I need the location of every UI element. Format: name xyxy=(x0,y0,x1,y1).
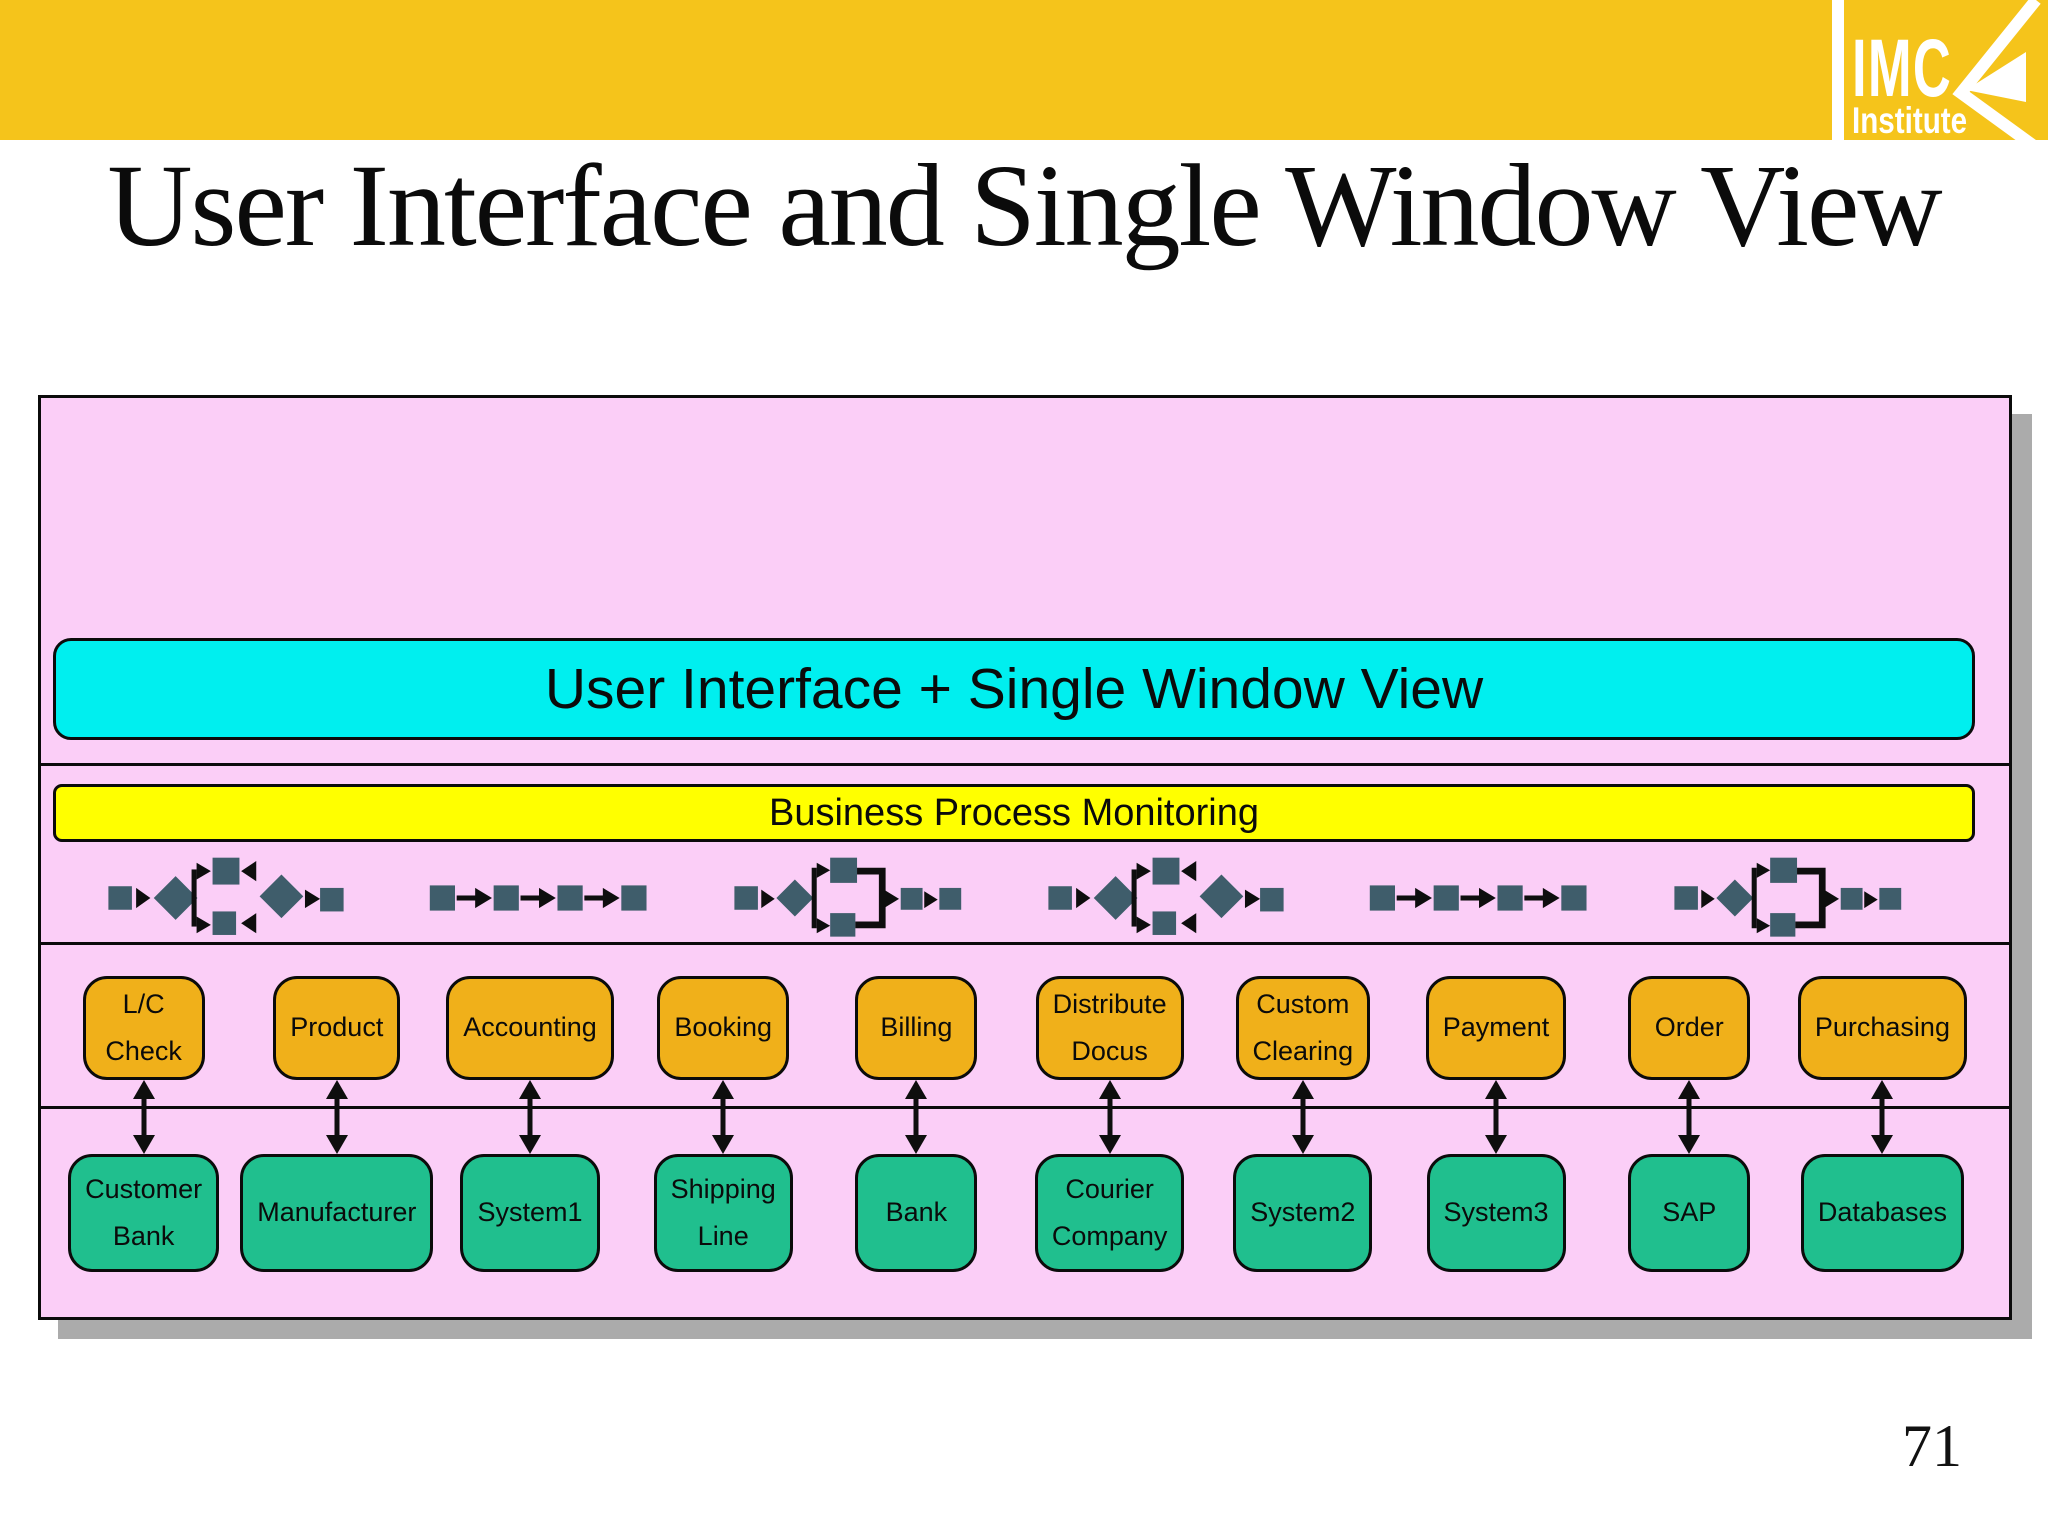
logo-text-imc: IMC xyxy=(1852,23,1953,114)
page-number: 71 xyxy=(1902,1413,1962,1479)
diagram-column: Databases xyxy=(1786,1154,1979,1272)
diagram-column: System2 xyxy=(1206,1154,1399,1272)
app-box: Order xyxy=(1628,976,1751,1080)
ui-banner: User Interface + Single Window View xyxy=(53,638,1975,740)
app-box: Purchasing xyxy=(1797,976,1967,1080)
loop-flow-icon xyxy=(718,856,986,940)
diagram-column: Shipping Line xyxy=(627,1154,820,1272)
app-box: Product xyxy=(273,976,401,1080)
slide-title: User Interface and Single Window View xyxy=(107,140,1942,271)
double-arrow-icon xyxy=(1291,1080,1314,1154)
double-arrow-icon xyxy=(1485,1080,1508,1154)
app-box: Payment xyxy=(1425,976,1567,1080)
system-box: Customer Bank xyxy=(68,1154,220,1272)
diagram-column xyxy=(240,1080,433,1154)
diagram-column: Product xyxy=(240,976,433,1080)
double-arrow-icon xyxy=(519,1080,541,1154)
diagram-column: Billing xyxy=(820,976,1013,1080)
system-box: System2 xyxy=(1233,1154,1373,1272)
imc-logo: IMC Institute xyxy=(1844,0,2048,140)
diagram-column: Distribute Docus xyxy=(1013,976,1206,1080)
linear-flow-icon xyxy=(1369,885,1587,911)
diagram-column: Payment xyxy=(1399,976,1592,1080)
system-row: Customer Bank Manufacturer System1 Shipp… xyxy=(47,1154,1979,1272)
loop-flow-icon xyxy=(1658,856,1926,940)
branch-flow-icon xyxy=(108,857,344,935)
diagram-column xyxy=(433,1080,626,1154)
fold-chevron-icon xyxy=(1952,0,2041,140)
diagram-column: Purchasing xyxy=(1786,976,1979,1080)
application-row: L/C Check Product Accounting Booking Bil… xyxy=(47,976,1979,1080)
system-box: Manufacturer xyxy=(240,1154,434,1272)
diagram-column xyxy=(1593,1080,1786,1154)
process-icons-row xyxy=(69,854,1949,942)
diagram-column: Custom Clearing xyxy=(1206,976,1399,1080)
bpm-banner: Business Process Monitoring xyxy=(53,784,1975,842)
double-arrow-icon xyxy=(712,1080,735,1154)
double-arrow-icon xyxy=(132,1080,155,1154)
diagram-column: Manufacturer xyxy=(240,1154,434,1272)
section-divider xyxy=(41,942,2009,945)
diagram-column: Customer Bank xyxy=(47,1154,240,1272)
diagram-column xyxy=(820,1080,1013,1154)
app-box: Custom Clearing xyxy=(1235,976,1371,1080)
system-box: Shipping Line xyxy=(653,1154,793,1272)
app-box: Billing xyxy=(855,976,978,1080)
diagram-column xyxy=(627,1080,820,1154)
system-box: System1 xyxy=(460,1154,600,1272)
section-divider xyxy=(41,763,2009,766)
diagram-column: SAP xyxy=(1593,1154,1786,1272)
diagram-column xyxy=(47,1080,240,1154)
app-box: Accounting xyxy=(446,976,614,1080)
system-box: Bank xyxy=(855,1154,978,1272)
diagram-column xyxy=(1399,1080,1592,1154)
diagram-column: Order xyxy=(1593,976,1786,1080)
diagram-column xyxy=(1786,1080,1979,1154)
diagram-column: Booking xyxy=(627,976,820,1080)
system-box: SAP xyxy=(1628,1154,1751,1272)
diagram-column: Accounting xyxy=(433,976,626,1080)
section-divider xyxy=(41,1106,2009,1109)
double-arrow-icon xyxy=(1678,1080,1701,1154)
diagram-column: L/C Check xyxy=(47,976,240,1080)
double-arrow-icon xyxy=(1871,1080,1894,1154)
diagram-column xyxy=(1013,1080,1206,1154)
system-box: System3 xyxy=(1426,1154,1566,1272)
arrows-row xyxy=(47,1080,1979,1154)
integration-diagram: User Interface + Single Window View Busi… xyxy=(38,395,2012,1320)
diagram-column: System1 xyxy=(433,1154,626,1272)
linear-flow-icon xyxy=(429,885,647,911)
system-box: Courier Company xyxy=(1034,1154,1185,1272)
diagram-column xyxy=(1206,1080,1399,1154)
double-arrow-icon xyxy=(1098,1080,1121,1154)
system-box: Databases xyxy=(1800,1154,1964,1272)
double-arrow-icon xyxy=(325,1080,348,1154)
app-box: Distribute Docus xyxy=(1035,976,1184,1080)
app-box: L/C Check xyxy=(82,976,205,1080)
app-box: Booking xyxy=(657,976,789,1080)
diagram-column: Bank xyxy=(820,1154,1013,1272)
double-arrow-icon xyxy=(905,1080,928,1154)
diagram-column: System3 xyxy=(1399,1154,1592,1272)
header-bar xyxy=(0,0,1832,140)
logo-text-institute: Institute xyxy=(1852,100,1968,141)
diagram-column: Courier Company xyxy=(1013,1154,1206,1272)
branch-flow-icon xyxy=(1048,857,1284,935)
